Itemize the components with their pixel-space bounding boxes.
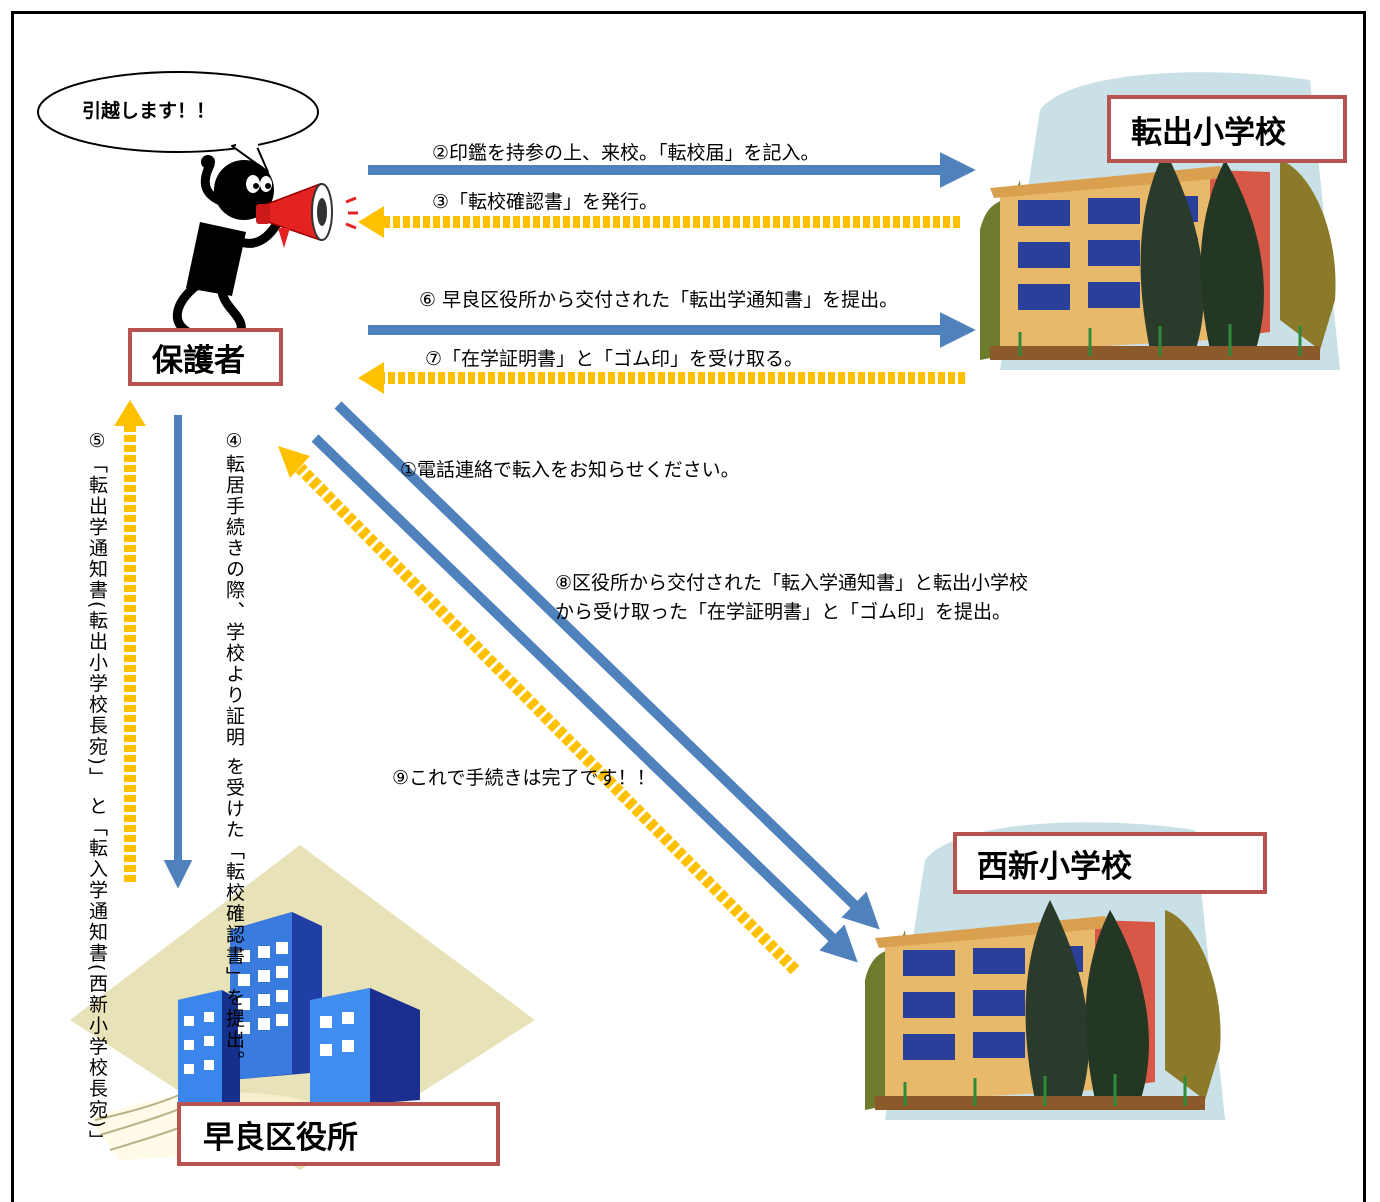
step2-label: ②印鑑を持参の上、来校。「転校届」を記入。	[432, 142, 820, 164]
arrow-step9	[295, 463, 800, 975]
transfer-out-school-box: 転出小学校	[1107, 95, 1347, 163]
step9-label: ⑨これで手続きは完了です！！	[392, 767, 656, 789]
step4-label: ④転居手続きの際、学校より証明 を受けた「転校確認書」を提出。	[187, 430, 249, 1071]
outer-frame	[11, 11, 1366, 1202]
arrow-step9-head	[278, 446, 310, 478]
step7-label: ⑦「在学証明書」と「ゴム印」を受け取る。	[425, 348, 804, 370]
office-building-icon	[70, 845, 535, 1170]
speech-bubble	[37, 71, 319, 173]
arrow-step5-head	[114, 400, 146, 426]
arrow-step1	[334, 401, 880, 930]
flow-arrows	[114, 152, 976, 975]
step5-label-line2: と「転入学通知書(西新小学校長宛)」	[86, 795, 108, 1151]
step5-label: ⑤「転出学通知書(転出小学校長宛)」 と「転入学通知書(西新小学校長宛)」	[50, 430, 112, 1151]
step6-label: ⑥ 早良区役所から交付された「転出学通知書」を提出。	[419, 289, 899, 311]
step8-label-line2: から受け取った「在学証明書」と「ゴム印」を提出。	[555, 601, 1012, 623]
arrow-step8	[311, 434, 858, 963]
arrow-step7-head	[358, 362, 384, 394]
arrow-step3-head	[358, 206, 384, 238]
megaphone-person-icon	[172, 155, 358, 343]
school-building-icon	[865, 822, 1225, 1120]
nishijin-school-box: 西新小学校	[953, 832, 1267, 894]
ward-office-box: 早良区役所	[177, 1102, 500, 1166]
step8-label-line1: ⑧区役所から交付された「転入学通知書」と転出小学校	[555, 572, 1029, 594]
step5-label-line1: ⑤「転出学通知書(転出小学校長宛)」	[86, 430, 108, 788]
speech-bubble-text: 引越します！！	[82, 100, 216, 122]
step1-label: ①電話連絡で転入をお知らせください。	[400, 459, 740, 481]
step3-label: ③「転校確認書」を発行。	[432, 191, 659, 213]
step4-label-line1: ④転居手続きの際、学校より証明	[223, 430, 245, 748]
guardian-box: 保護者	[128, 328, 283, 386]
step4-label-line2: を受けた「転校確認書」を提出。	[223, 756, 245, 1072]
